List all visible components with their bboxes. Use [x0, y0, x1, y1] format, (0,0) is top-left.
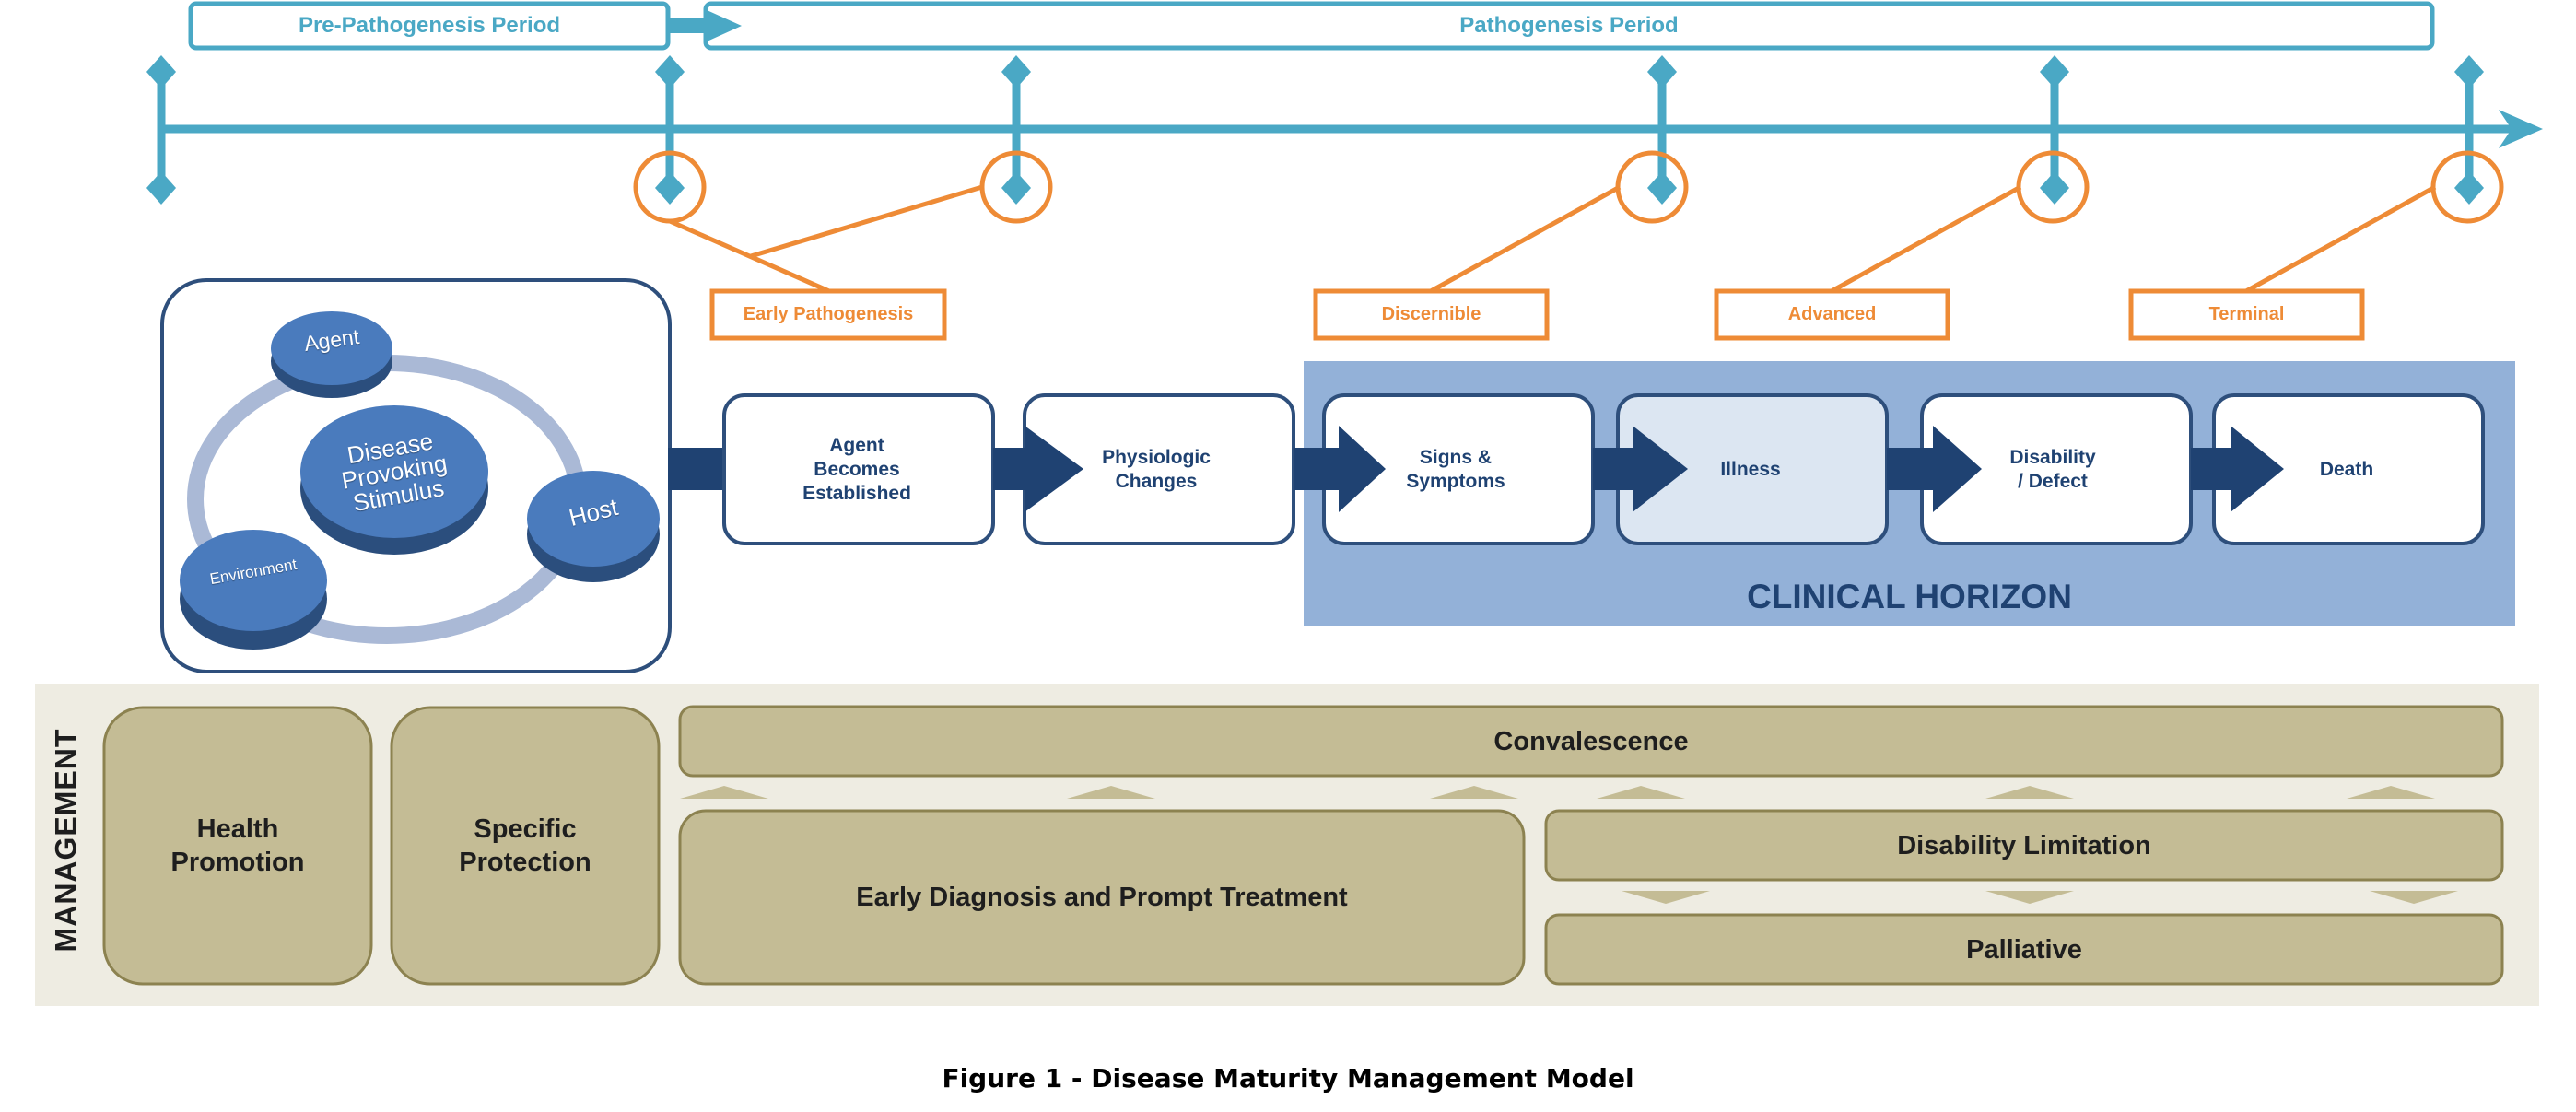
stage-connector [1830, 184, 2022, 294]
timeline-tick [1647, 55, 1677, 205]
management-section [35, 684, 2539, 1006]
timeline-tick [2454, 55, 2484, 205]
stage-callouts [633, 150, 2504, 341]
step-label-death: Death [2319, 458, 2374, 480]
step-label-disability-defect: Disability / Defect [2009, 446, 2096, 492]
agent-disc [271, 311, 392, 398]
early-diagnosis-box [678, 809, 1526, 986]
step-arrow [1593, 426, 1688, 512]
stage-connector [1429, 184, 1622, 294]
stage-box [2128, 288, 2365, 341]
stage-label-discernible: Discernible [1381, 304, 1481, 324]
disability-limitation-label: Disability Limitation [1897, 830, 2151, 860]
palliative-label: Palliative [1966, 934, 2082, 965]
stage-connector [750, 184, 983, 259]
palliative-box [1544, 913, 2504, 986]
health-promotion-box [102, 706, 373, 986]
health-promotion-label: Health Promotion [170, 814, 305, 877]
specific-protection-label: Specific Protection [459, 814, 591, 877]
timeline [146, 55, 2543, 205]
down-indicator [2370, 891, 2458, 904]
convalescence-label: Convalescence [1493, 726, 1689, 756]
clinical-horizon-label: CLINICAL HORIZON [1747, 578, 2072, 615]
figure-caption: Figure 1 - Disease Maturity Management M… [942, 1062, 1634, 1094]
process-steps [722, 393, 2485, 545]
step-label-agent-established: Agent Becomes Established [802, 434, 911, 504]
host-disc [527, 471, 660, 582]
step-label-signs-symptoms: Signs & Symptoms [1406, 446, 1505, 492]
stage-label-early-pathogenesis: Early Pathogenesis [743, 304, 914, 324]
stage-box [709, 288, 947, 341]
up-indicator [2347, 786, 2435, 799]
down-indicator [1622, 891, 1710, 904]
stimulus-disc [300, 405, 488, 555]
step-arrow [1887, 426, 1982, 512]
stage-label-terminal: Terminal [2208, 304, 2285, 324]
timeline-tick [146, 55, 176, 205]
step-label-illness: Illness [1720, 458, 1781, 480]
early-diagnosis-label: Early Diagnosis and Prompt Treatment [856, 883, 1348, 912]
timeline-arrowhead [2499, 110, 2543, 148]
stage-box [1313, 288, 1550, 341]
convalescence-box [678, 705, 2504, 778]
stage-connector [668, 218, 831, 294]
stage-label-advanced: Advanced [1787, 304, 1877, 324]
up-indicator [1985, 786, 2074, 799]
stage-box [1714, 288, 1950, 341]
pathogenesis-period-label: Pathogenesis Period [1459, 13, 1679, 38]
management-side-label: MANAGEMENT [49, 728, 83, 953]
pre-pathogenesis-period-label: Pre-Pathogenesis Period [298, 13, 561, 38]
environment-disc [180, 530, 327, 650]
period-arrow [668, 9, 742, 42]
step-arrow [1294, 426, 1386, 512]
period-bar [188, 1, 2435, 51]
up-indicator [1597, 786, 1685, 799]
up-indicator [1430, 786, 1518, 799]
timeline-tick [655, 55, 685, 205]
timeline-tick [1001, 55, 1031, 205]
flow-indicators [680, 786, 2458, 904]
down-indicator [1985, 891, 2074, 904]
up-indicator [1067, 786, 1155, 799]
epidemiologic-triad [160, 278, 785, 673]
step-arrow [2191, 426, 2284, 512]
up-indicator [680, 786, 768, 799]
specific-protection-box [390, 706, 661, 986]
timeline-tick [2040, 55, 2069, 205]
step-arrow [993, 426, 1083, 512]
stage-connector [2244, 184, 2437, 294]
step-label-physiologic-changes: Physiologic Changes [1102, 446, 1211, 492]
disability-limitation-box [1544, 809, 2504, 882]
